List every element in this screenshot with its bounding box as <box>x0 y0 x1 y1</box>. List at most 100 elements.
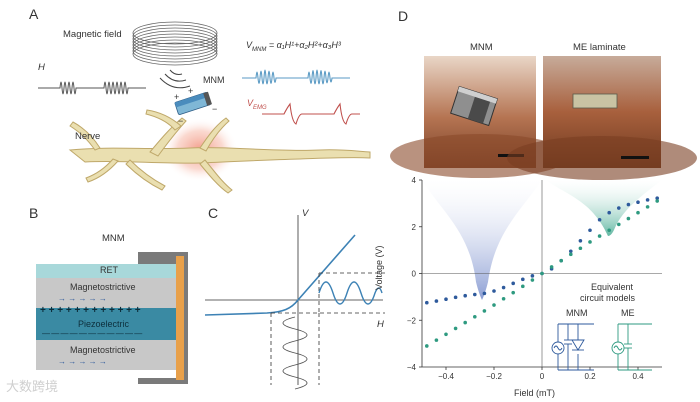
panel-a-letter: A <box>29 6 39 22</box>
vmnm-eq: = α₁H¹+α₂H²+α₃H³ <box>266 40 341 50</box>
y-tick-label: −4 <box>407 363 417 372</box>
equiv-title-2: circuit models <box>580 293 636 303</box>
x-tick-label: −0.2 <box>486 372 502 381</box>
c-v-label: V <box>302 208 309 219</box>
data-point <box>655 196 659 201</box>
data-point <box>444 297 448 302</box>
contact-strip <box>176 256 184 380</box>
mnm-stack-diagram <box>36 252 188 384</box>
equivalent-circuits <box>551 323 652 371</box>
data-point <box>463 293 467 298</box>
svg-text:−: − <box>178 116 183 126</box>
data-point <box>482 291 487 296</box>
c-transfer-curve <box>204 234 356 316</box>
data-point <box>530 278 535 282</box>
mnm-title-b: MNM <box>102 233 125 244</box>
data-point <box>482 309 487 313</box>
data-point <box>473 314 477 319</box>
data-point <box>444 332 448 337</box>
svg-text:−: − <box>212 104 217 114</box>
magnetostrictive-top-label: Magnetostrictive <box>70 282 136 292</box>
magnetic-field-label: Magnetic field <box>63 29 122 40</box>
circuit-left-label: MNM <box>566 308 588 318</box>
data-point <box>473 292 477 297</box>
magnetostrictive-top <box>36 278 176 308</box>
data-point <box>511 281 515 286</box>
fan-right <box>546 180 662 236</box>
panel-b-letter: B <box>29 205 39 221</box>
chart-ylabel: Voltage (V) <box>374 245 384 290</box>
data-point <box>578 246 583 251</box>
x-tick-label: 0.4 <box>632 372 644 381</box>
vemg-subscript: EMG <box>253 104 267 111</box>
mnm-circuit <box>551 323 594 371</box>
diode-icon <box>571 339 585 351</box>
svg-text:+: + <box>188 86 193 96</box>
scale-bar-right <box>621 156 649 159</box>
data-point <box>578 238 583 243</box>
vmnm-symbol: V <box>246 40 253 50</box>
photo-left-title: MNM <box>470 42 493 53</box>
vmnm-equation: VMNM = α₁H¹+α₂H²+α₃H³ <box>246 40 341 53</box>
panel-d-letter: D <box>398 8 409 24</box>
data-point <box>597 234 602 238</box>
arrows-top: → → → → → <box>58 294 107 303</box>
piezoelectric-label: Piezoelectric <box>78 319 130 329</box>
data-point <box>626 216 631 221</box>
x-tick-label: −0.4 <box>438 372 454 381</box>
data-point <box>617 222 621 227</box>
data-point <box>588 240 592 244</box>
mnm-chip <box>450 85 498 127</box>
data-point <box>626 202 631 207</box>
data-point <box>521 284 525 289</box>
panel-c-letter: C <box>208 205 219 221</box>
data-point <box>463 320 467 325</box>
data-point <box>655 199 659 203</box>
me-chip <box>572 93 618 109</box>
field-arcs <box>159 69 191 89</box>
ret-label: RET <box>100 265 118 275</box>
nerve-label: Nerve <box>75 131 101 142</box>
data-point <box>540 271 544 276</box>
ret-layer <box>36 264 176 278</box>
data-point <box>597 217 602 222</box>
arrows-bottom: → → → → → <box>58 357 107 366</box>
plus-row: + + + + + + + + + + + + <box>40 305 141 316</box>
fan-left <box>422 180 542 300</box>
data-point <box>511 290 515 295</box>
photo-me-laminate <box>507 56 697 180</box>
vmnm-subscript: MNM <box>252 46 267 53</box>
mnm-device <box>174 91 212 115</box>
y-tick-label: 0 <box>412 270 417 279</box>
h-label: H <box>38 62 45 73</box>
data-point <box>434 338 439 342</box>
data-point <box>521 277 525 282</box>
mnm-label-a: MNM <box>203 75 225 85</box>
x-tick-label: 0.2 <box>584 372 596 381</box>
svg-text:+: + <box>174 92 179 102</box>
data-point <box>636 210 640 215</box>
data-point <box>530 274 535 278</box>
magnetostrictive-bottom <box>36 340 176 370</box>
data-point <box>501 296 506 301</box>
panel-c-transfer-plot <box>204 215 385 390</box>
vmnm-waveform <box>242 69 350 85</box>
watermark: 大数跨境 <box>6 380 59 395</box>
circuit-right-label: ME <box>621 308 635 318</box>
data-point <box>453 295 458 300</box>
data-point <box>501 285 506 290</box>
piezoelectric-layer <box>36 308 176 340</box>
data-point <box>645 205 650 209</box>
x-tick-label: 0 <box>540 372 545 381</box>
data-point <box>425 344 429 348</box>
nerve-drawing <box>68 109 371 194</box>
data-point <box>492 303 496 307</box>
y-tick-label: −2 <box>407 316 417 325</box>
data-point <box>569 252 573 257</box>
data-point <box>617 206 621 210</box>
data-point <box>636 200 640 205</box>
data-point <box>549 265 554 269</box>
data-point <box>434 299 439 303</box>
